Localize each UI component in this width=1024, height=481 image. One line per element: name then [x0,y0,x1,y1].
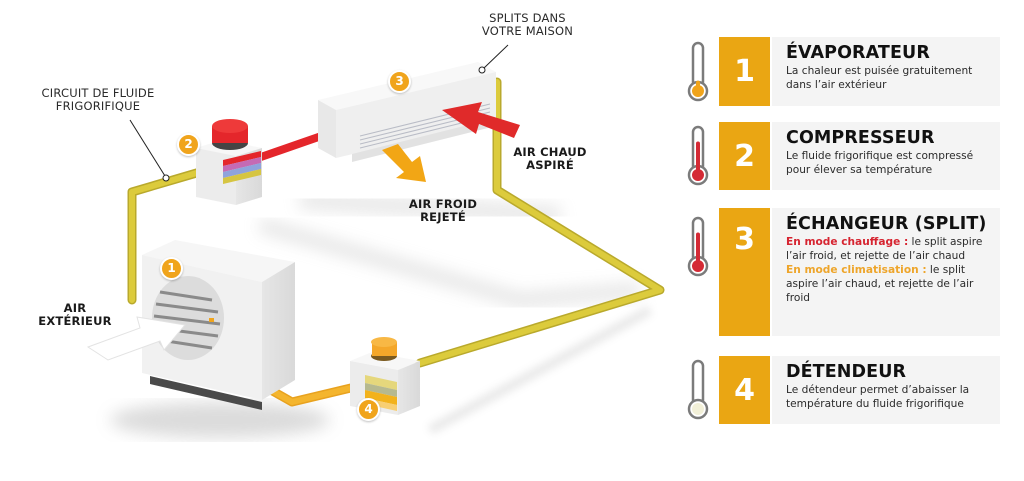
circuit-label-line2: FRIGORIFIQUE [55,98,141,113]
air-chaud-label: AIR CHAUD ASPIRÉ [505,146,595,172]
compressor [196,119,262,205]
thermometer-level [696,80,700,89]
legend-item-detendeur: 4 DÉTENDEUR Le détendeur permet d’abaiss… [686,356,1006,424]
thermometer-level [696,141,700,173]
heat-pump-diagram: CIRCUIT DE FLUIDE FRIGORIFIQUE SPLITS DA… [25,12,665,438]
legend-title: ÉCHANGEUR (SPLIT) [786,214,987,234]
thermometer-bulb [692,403,704,415]
step-number: 1 [719,37,770,106]
outdoor-air-arrow [86,316,186,361]
air-exterieur-label: AIR EXTÉRIEUR [25,302,125,328]
badge-compresseur: 2 [177,133,200,156]
legend-title: ÉVAPORATEUR [786,43,930,63]
thermometer-high-icon [687,125,709,186]
circuit-label-line1: CIRCUIT DE FLUIDE [41,86,155,100]
legend-item-echangeur: 3 ÉCHANGEUR (SPLIT) En mode chauffage : … [686,208,1006,336]
air-froid-line1: AIR FROID [408,197,478,211]
legend-description: Le détendeur permet d’abaisser la tempér… [786,384,970,410]
air-froid-label: AIR FROID REJETÉ [398,198,488,224]
step-number: 2 [719,122,770,190]
circuit-leader-dot [162,174,170,182]
splits-leader-dot [478,66,486,74]
hot-air-arrow [442,102,520,138]
legend-description: La chaleur est puisée gratuitement dans … [786,65,973,91]
thermometer-level [696,232,700,264]
mode-heat-label: En mode chauffage : [786,236,909,248]
air-chaud-line2: ASPIRÉ [526,157,574,172]
air-exterieur-line2: EXTÉRIEUR [38,313,112,328]
thermometer-level [696,404,700,407]
legend-description-heat: En mode chauffage : le split aspire l’ai… [786,235,992,263]
thermometer-low-icon [687,41,709,101]
badge-echangeur: 3 [388,70,411,93]
air-chaud-line1: AIR CHAUD [513,145,587,159]
thermometer-bulb [692,260,704,272]
air-exterieur-line1: AIR [63,301,87,315]
air-froid-line2: REJETÉ [420,209,466,224]
legend-item-compresseur: 2 COMPRESSEUR Le fluide frigorifique est… [686,122,1006,190]
cold-air-arrow [382,144,426,182]
thermometer-high-icon [687,216,709,277]
circuit-label: CIRCUIT DE FLUIDE FRIGORIFIQUE [28,87,168,113]
legend-item-evaporateur: 1 ÉVAPORATEUR La chaleur est puisée grat… [686,37,1006,106]
splits-label: SPLITS DANS VOTRE MAISON [460,12,595,38]
circuit-leader-line [129,119,166,177]
legend-text-panel: COMPRESSEUR Le fluide frigorifique est c… [772,122,1000,190]
step-number: 3 [719,208,770,336]
legend-description: Le fluide frigorifique est compressé pou… [786,150,974,176]
mode-cool-label: En mode climatisation : [786,264,927,276]
legend-text-panel: ÉCHANGEUR (SPLIT) En mode chauffage : le… [772,208,1000,336]
legend-text-panel: DÉTENDEUR Le détendeur permet d’abaisser… [772,356,1000,424]
splits-label-line1: SPLITS DANS [489,11,566,25]
floor-shadows [110,191,653,438]
thermometer-bulb [692,84,704,97]
thermometer-empty-icon [687,359,709,420]
badge-evaporateur: 1 [160,257,183,280]
splits-leader-line [483,44,509,69]
mode-cool-text: le split aspire l’air chaud, et rejette … [786,264,974,304]
legend-text-panel: ÉVAPORATEUR La chaleur est puisée gratui… [772,37,1000,106]
splits-label-line2: VOTRE MAISON [481,23,574,38]
mode-heat-text: le split aspire l’air froid, et rejette … [786,236,983,262]
legend-title: DÉTENDEUR [786,362,907,382]
step-number: 4 [719,356,770,424]
badge-detendeur: 4 [357,398,380,421]
diagram-illustration [86,44,665,438]
legend-description-cool: En mode climatisation : le split aspire … [786,263,992,305]
thermometer-bulb [692,169,704,181]
legend-title: COMPRESSEUR [786,128,935,148]
